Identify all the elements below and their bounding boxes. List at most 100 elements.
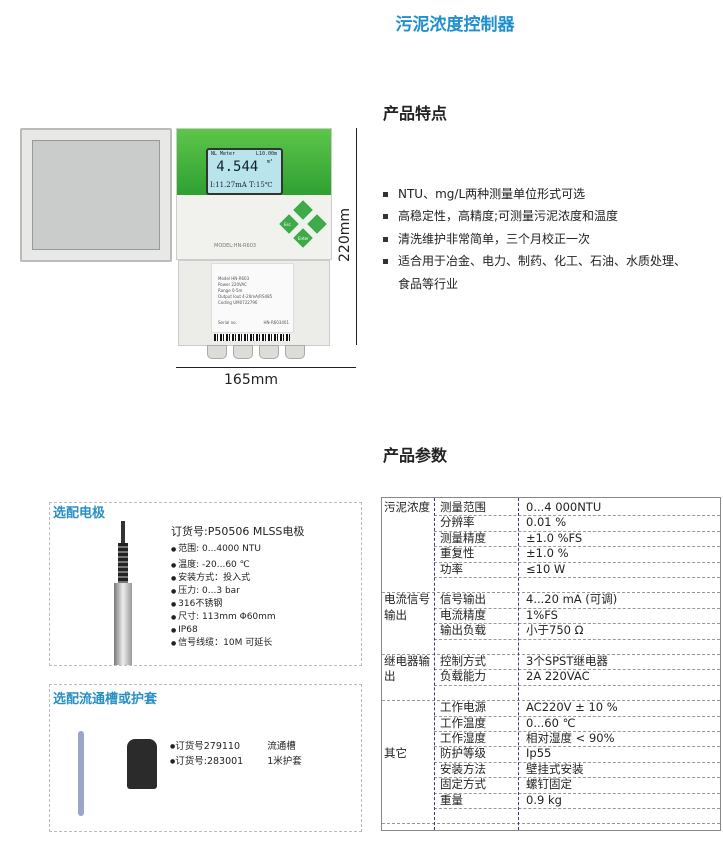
- params-heading: 产品参数: [383, 446, 448, 465]
- model-label: MODEL:HN-R603: [214, 243, 257, 249]
- flow-cell-image: [78, 731, 84, 816]
- accessory-title: 选配流通槽或护套: [53, 692, 158, 707]
- electrode-image: [114, 521, 132, 665]
- row-divider: [434, 515, 720, 517]
- spec-param-value: 小于750 Ω: [526, 623, 584, 638]
- spec-param-value: 相对湿度 < 90%: [526, 731, 615, 745]
- barcode: [214, 334, 290, 341]
- column-divider: [518, 498, 519, 830]
- spec-param-name: 重复性: [440, 546, 475, 561]
- spec-param-name: 固定方式: [440, 777, 486, 792]
- row-divider: [434, 715, 720, 717]
- row-divider: [434, 623, 720, 625]
- nameplate-line: Coding UM0722796: [218, 300, 258, 305]
- spec-param-value: 0.01 %: [526, 515, 567, 530]
- row-divider: [434, 638, 720, 640]
- spec-param-name: 输出负载: [440, 623, 486, 638]
- electrode-spec: 范围: 0...4000 NTU: [171, 543, 276, 556]
- row-divider: [382, 654, 720, 655]
- enter-key-label: Enter: [298, 236, 309, 241]
- height-dimension-line: [356, 128, 357, 345]
- row-divider: [434, 607, 720, 609]
- electrode-spec: IP68: [171, 624, 276, 637]
- lcd-title: NL Meter: [211, 151, 236, 157]
- row-divider: [382, 592, 720, 594]
- accessory-name: 流通槽: [267, 741, 296, 752]
- electrode-spec: 温度: -20...60 ℃: [171, 559, 276, 572]
- electrode-title: 选配电极: [53, 506, 106, 521]
- lcd-value: 4.544: [216, 159, 259, 175]
- spec-param-name: 功率: [440, 561, 463, 576]
- electrode-spec: 压力: 0...3 bar: [171, 585, 276, 598]
- spec-param-name: 工作湿度: [440, 731, 486, 745]
- spec-param-value: 3个SPST继电器: [526, 654, 608, 668]
- spec-param-value: ±1.0 %FS: [526, 530, 583, 545]
- cable-gland: [207, 345, 227, 359]
- accessory-order-number: 订货号:283001: [175, 756, 244, 767]
- cable-gland: [233, 345, 253, 359]
- row-divider: [434, 777, 720, 779]
- spec-param-name: 工作电源: [440, 700, 486, 715]
- open-door: [20, 128, 172, 262]
- row-divider: [434, 792, 720, 794]
- nameplate-line: Output Iout 4-20mA/RS485: [218, 294, 273, 299]
- lcd-unit: m³: [266, 159, 273, 165]
- serial-label: Serial no.: [218, 320, 237, 325]
- lcd-level: L10.00m: [255, 151, 277, 157]
- cable-gland: [285, 345, 305, 359]
- electrode-option-box: 选配电极 订货号:P50506 MLSS电极 范围: 0...4000 NTU …: [49, 502, 362, 666]
- spec-param-value: 0.9 kg: [526, 792, 562, 807]
- row-divider: [434, 669, 720, 671]
- spec-param-name: 测量精度: [440, 530, 486, 545]
- spec-param-name: 控制方式: [440, 654, 486, 668]
- row-divider: [434, 530, 720, 532]
- accessory-name: 1米护套: [267, 756, 302, 767]
- accessory-option-box: 选配流通槽或护套 订货号279110 流通槽 订货号:283001 1米护套: [49, 684, 362, 832]
- electrode-spec-list: 范围: 0...4000 NTU 温度: -20...60 ℃ 安装方式：投入式…: [171, 543, 276, 650]
- nameplate-line: Power 220VAC: [218, 282, 247, 287]
- electrode-spec: 尺寸: 113mm Φ60mm: [171, 611, 276, 624]
- feature-item-continued: 食品等行业: [398, 277, 459, 291]
- row-divider: [434, 561, 720, 563]
- nameplate-line: Model HN-R603: [218, 276, 250, 281]
- feature-item: 高稳定性，高精度;可测量污泥浓度和温度: [383, 208, 618, 224]
- height-dimension: 220mm: [337, 208, 353, 262]
- spec-param-name: 负载能力: [440, 669, 486, 684]
- spec-group-label: 继电器输出: [384, 654, 430, 684]
- spec-param-value: 4...20 mA (可调): [526, 592, 618, 607]
- spec-param-name: 工作温度: [440, 715, 486, 730]
- spec-param-value: Ip55: [526, 746, 552, 761]
- feature-item: 适合用于冶金、电力、制药、化工、石油、水质处理、: [383, 253, 686, 269]
- nameplate: Model HN-R603 Power 220VAC Range 0-5m Ou…: [211, 263, 294, 333]
- row-divider: [434, 731, 720, 732]
- spec-param-value: AC220V ± 10 %: [526, 700, 618, 715]
- spec-group-label: 电流信号输出: [384, 592, 430, 622]
- row-divider: [382, 823, 720, 825]
- cable-gland: [259, 345, 279, 359]
- width-dimension-line: [176, 367, 356, 368]
- spec-param-value: ≤10 W: [526, 561, 566, 576]
- row-divider: [434, 746, 720, 748]
- spec-param-name: 测量范围: [440, 500, 486, 514]
- accessory-order-number: 订货号279110: [175, 741, 241, 752]
- electrode-spec: 信号线缆：10M 可延长: [171, 637, 276, 650]
- spec-param-value: 0...60 ℃: [526, 715, 576, 730]
- column-divider: [434, 498, 435, 830]
- accessory-item: 订货号279110 流通槽: [170, 739, 302, 754]
- spec-param-name: 电流精度: [440, 607, 486, 622]
- lcd-display: NL Meter L10.00m 4.544 m³ I:11.27mA T:15…: [206, 148, 283, 195]
- electrode-order-number: 订货号:P50506 MLSS电极: [171, 525, 305, 538]
- electrode-spec: 316不锈钢: [171, 598, 276, 611]
- spec-param-value: 1%FS: [526, 607, 558, 622]
- features-heading: 产品特点: [383, 104, 448, 123]
- feature-item: 清洗维护非常简单，三个月校正一次: [383, 231, 590, 247]
- spec-param-name: 信号输出: [440, 592, 486, 607]
- nameplate-line: Range 0-5m: [218, 288, 243, 293]
- electrode-spec: 安装方式：投入式: [171, 572, 276, 585]
- serial-number: HN-R603401: [263, 320, 290, 325]
- row-divider: [434, 808, 720, 809]
- page-title: 污泥浓度控制器: [395, 15, 515, 35]
- spec-param-name: 分辨率: [440, 515, 475, 530]
- spec-param-value: 0...4 000NTU: [526, 500, 602, 514]
